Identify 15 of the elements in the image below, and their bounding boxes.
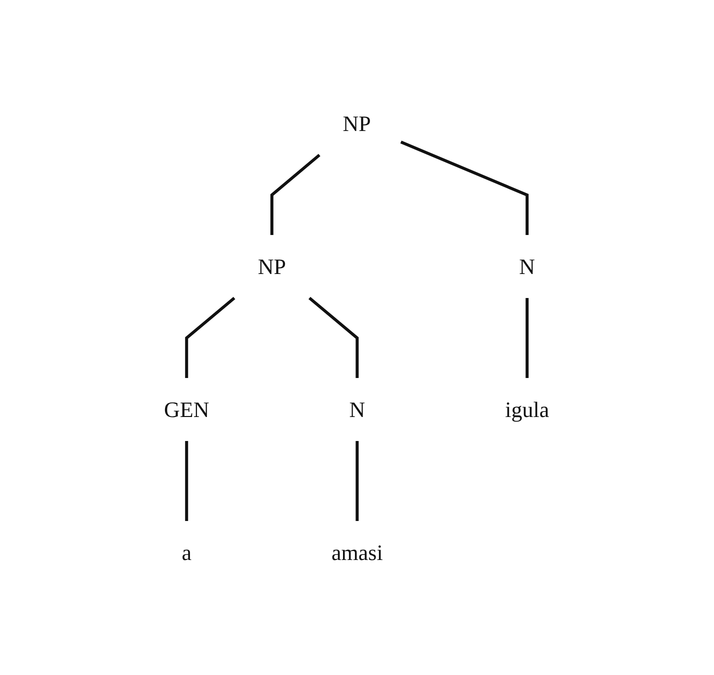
connector xyxy=(308,296,360,378)
connector xyxy=(526,298,530,378)
connector xyxy=(186,296,236,378)
connector xyxy=(400,140,530,234)
node-text: GEN xyxy=(164,396,210,422)
node-text: N xyxy=(350,396,366,422)
node-text: N xyxy=(520,254,536,278)
node-text: a xyxy=(182,540,192,564)
node-text: NP xyxy=(258,254,286,278)
connector xyxy=(356,440,360,520)
node-text: igula xyxy=(506,396,550,422)
connector xyxy=(186,440,189,520)
node-text: amasi xyxy=(332,540,384,564)
connector xyxy=(270,153,321,234)
node-text: NP xyxy=(343,110,372,136)
